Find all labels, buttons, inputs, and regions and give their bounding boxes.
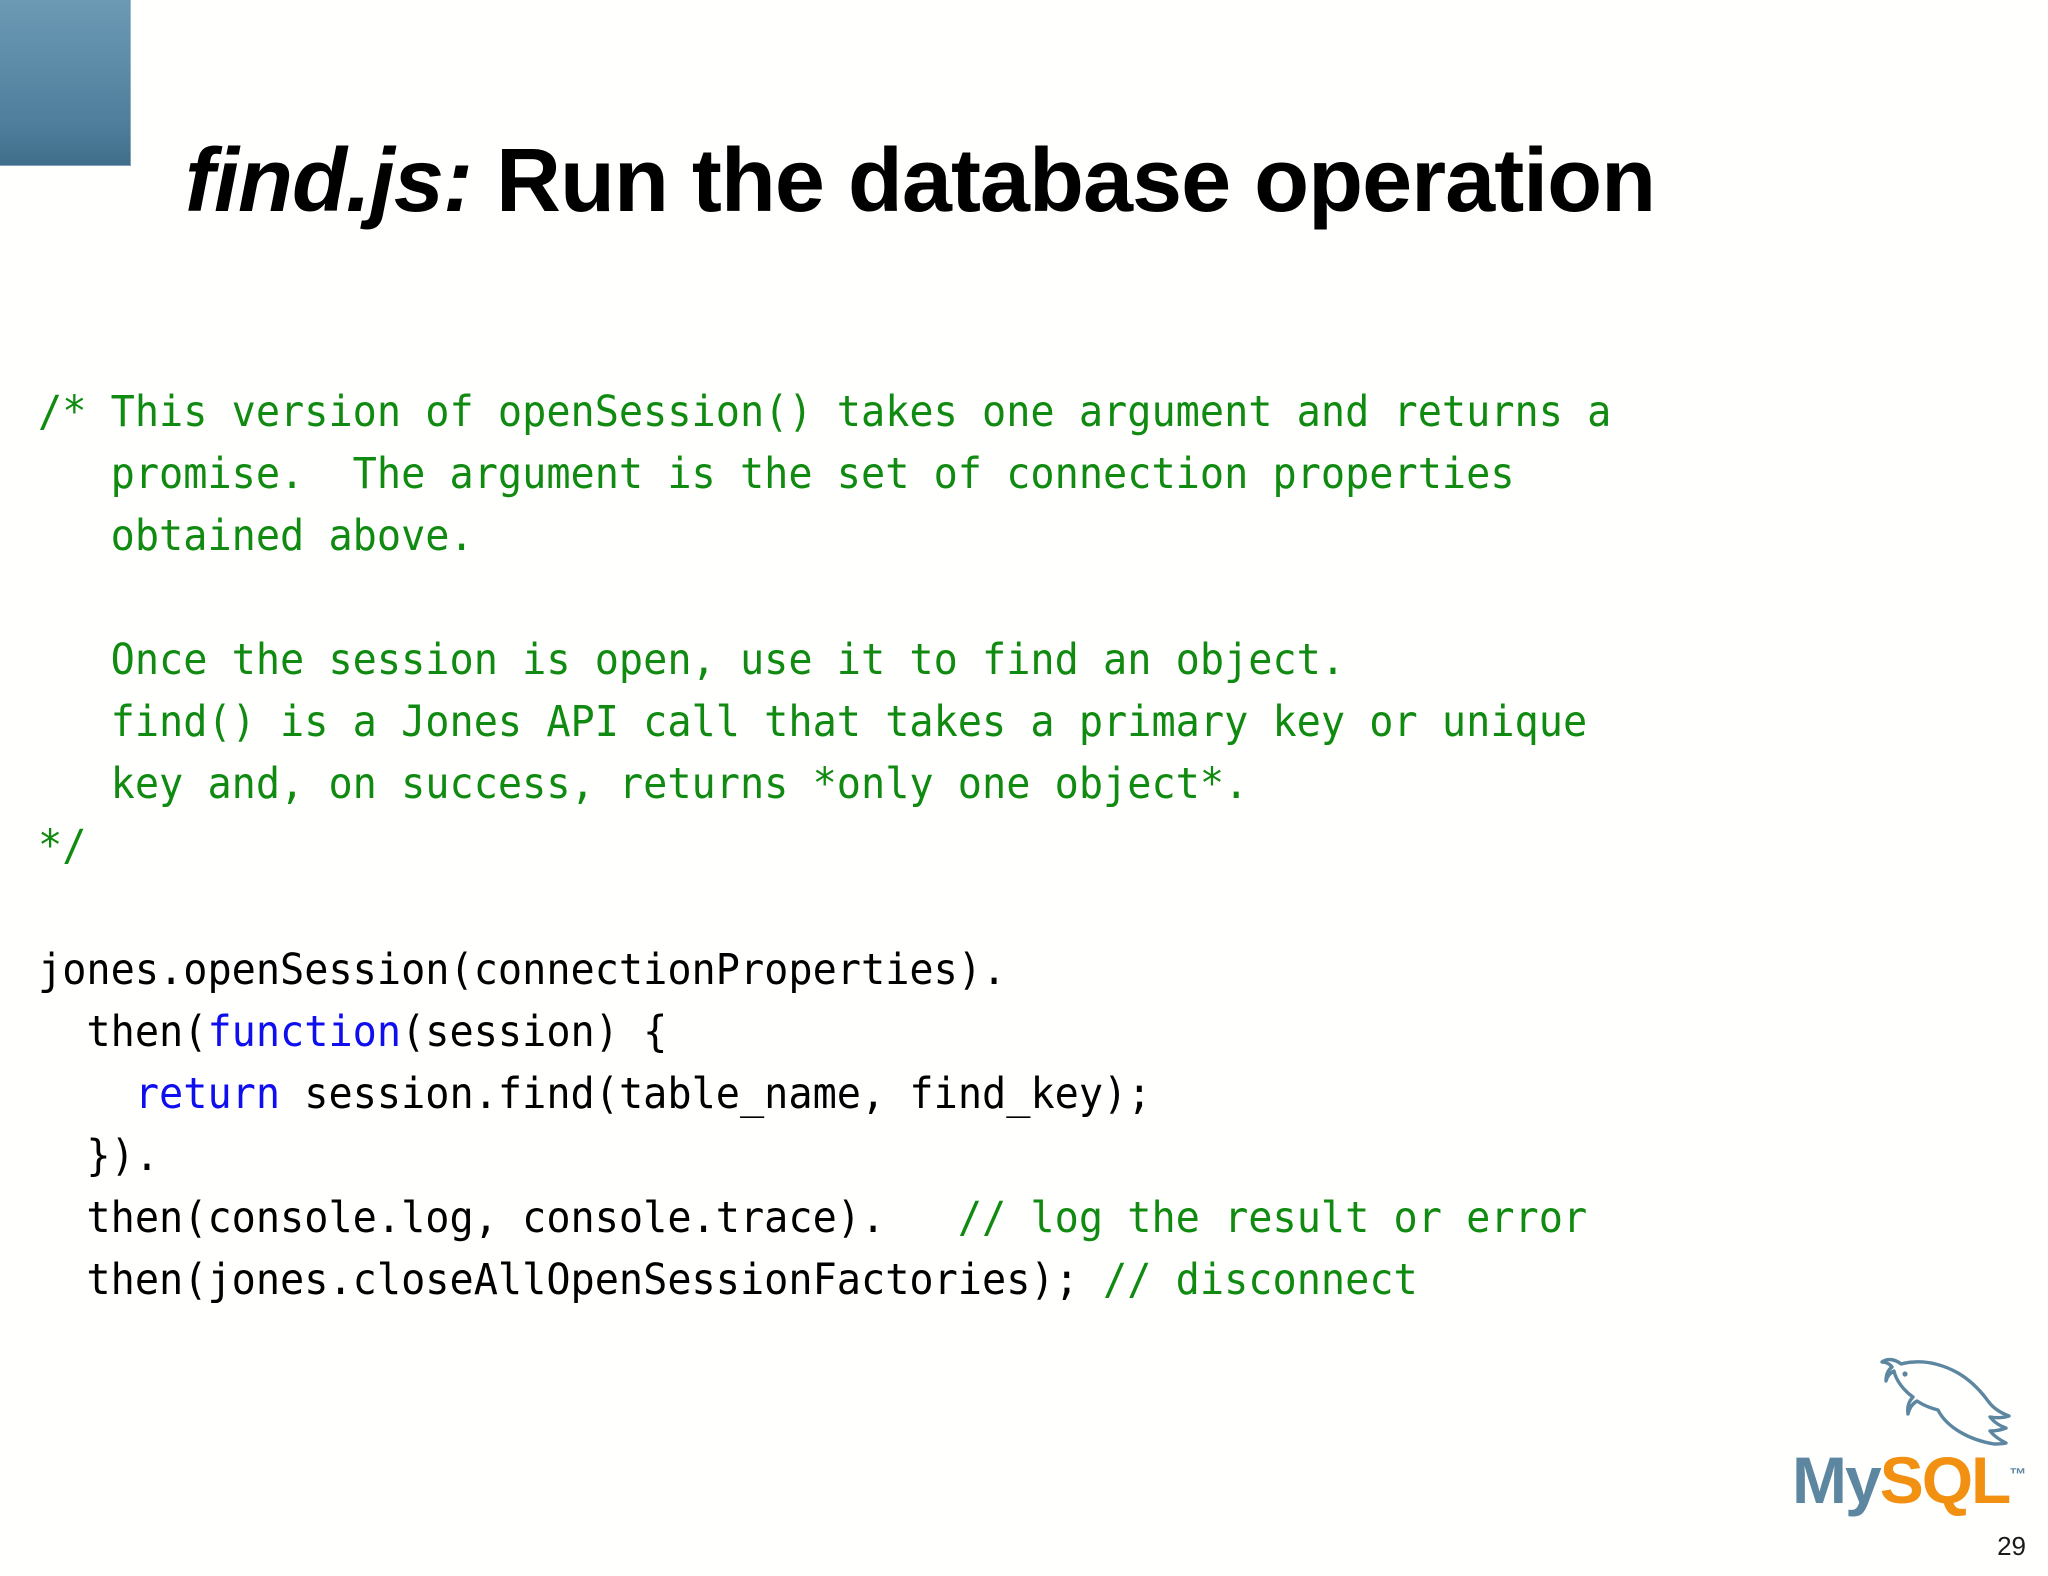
mysql-wordmark-sql: SQL: [1879, 1443, 2012, 1517]
code-token-comment: Once the session is open, use it to find…: [38, 635, 1346, 685]
page-title-emphasis: find.js:: [185, 131, 473, 232]
code-line: promise. The argument is the set of conn…: [38, 443, 1871, 505]
code-listing: /* This version of openSession() takes o…: [38, 381, 1871, 1311]
code-token-comment: */: [38, 821, 87, 871]
mysql-wordmark: MySQL™: [1792, 1440, 2027, 1515]
code-line: return session.find(table_name, find_key…: [38, 1063, 1871, 1125]
code-token-keyword: function: [207, 1007, 402, 1057]
mysql-logo: MySQL™: [1792, 1348, 2027, 1526]
code-token-plain: then(: [38, 1007, 208, 1057]
code-token-keyword: return: [134, 1069, 281, 1119]
code-token-plain: then(console.log, console.trace).: [38, 1193, 886, 1243]
code-token-plain: (session) {: [401, 1007, 668, 1057]
code-line-blank: [38, 877, 1871, 939]
code-token-plain: jones.openSession(connectionProperties).: [38, 945, 1007, 995]
code-line: Once the session is open, use it to find…: [38, 629, 1871, 691]
code-token-comment: key and, on success, returns *only one o…: [38, 759, 1249, 809]
code-token-comment: find() is a Jones API call that takes a …: [38, 697, 1588, 747]
code-line: then(jones.closeAllOpenSessionFactories)…: [38, 1249, 1871, 1311]
code-line: obtained above.: [38, 505, 1871, 567]
code-line: find() is a Jones API call that takes a …: [38, 691, 1871, 753]
code-token-comment: // log the result or error: [885, 1193, 1588, 1243]
page-title: find.js: Run the database operation: [185, 136, 1985, 226]
code-line: /* This version of openSession() takes o…: [38, 381, 1871, 443]
mysql-wordmark-my: My: [1792, 1443, 1882, 1517]
code-token-comment: // disconnect: [1103, 1255, 1418, 1305]
dolphin-icon: [1880, 1357, 2011, 1446]
code-token-comment: obtained above.: [38, 511, 474, 561]
code-token-plain: }).: [38, 1131, 160, 1181]
code-token-plain: then(jones.closeAllOpenSessionFactories)…: [38, 1255, 1104, 1305]
code-line: then(console.log, console.trace). // log…: [38, 1187, 1871, 1249]
code-token-plain: [38, 1069, 135, 1119]
code-token-comment: /* This version of openSession() takes o…: [38, 387, 1612, 437]
code-line-blank: [38, 567, 1871, 629]
code-token-comment: promise. The argument is the set of conn…: [38, 449, 1515, 499]
mysql-trademark: ™: [2009, 1465, 2027, 1484]
page-title-rest: Run the database operation: [471, 131, 1656, 232]
code-line: then(function(session) {: [38, 1001, 1871, 1063]
page-number: 29: [1997, 1531, 2026, 1561]
code-line: */: [38, 815, 1871, 877]
code-line: key and, on success, returns *only one o…: [38, 753, 1871, 815]
corner-accent-block: [0, 0, 131, 166]
code-token-plain: session.find(table_name, find_key);: [280, 1069, 1152, 1119]
code-line: jones.openSession(connectionProperties).: [38, 939, 1871, 1001]
code-line: }).: [38, 1125, 1871, 1187]
